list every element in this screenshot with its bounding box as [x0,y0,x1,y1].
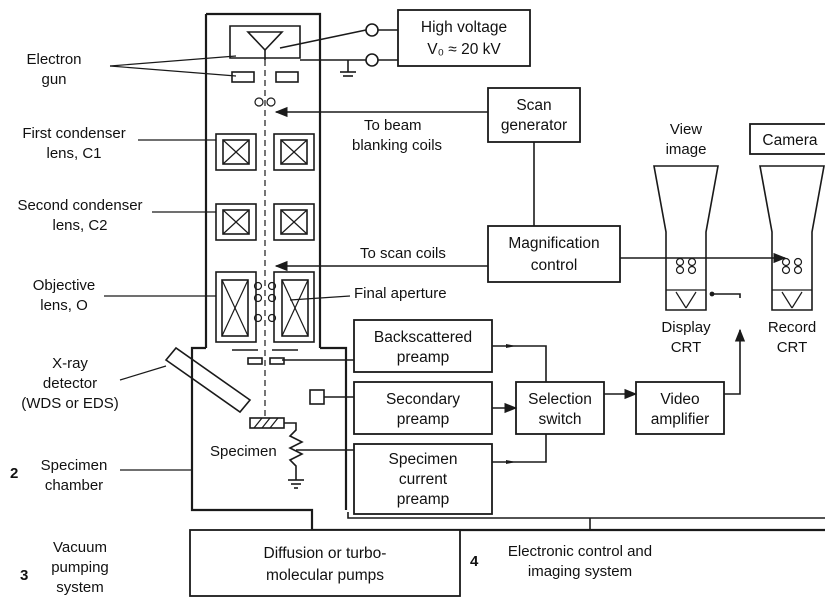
magnification-control-box [487,225,621,283]
objective-line1: Objective [33,277,96,294]
specimen-label: Specimen [210,443,277,460]
number-2: 2 [10,465,18,482]
label-vacuum-pumping: 3 Vacuum pumping system [20,539,109,596]
display-crt [653,165,719,311]
to-beam-line1: To beam [364,117,422,134]
electron-gun-line1: Electron [26,51,81,68]
diffusion-line2: molecular pumps [266,567,384,584]
first-condenser-line1: First condenser [22,125,125,142]
label-xray-detector: X-ray detector (WDS or EDS) [21,355,119,412]
record-crt [759,165,825,311]
number-3: 3 [20,567,28,584]
second-condenser-line1: Second condenser [17,197,142,214]
specimen-stage [249,417,304,489]
objective-line2: lens, O [40,297,88,314]
selection-switch-box [515,381,605,435]
display-crt-line1: Display [661,319,711,336]
second-condenser-line2: lens, C2 [52,217,107,234]
scan-generator-box [487,87,581,143]
label-electron-gun: Electron gun [26,51,81,88]
scan-generator-line1: Scan [516,97,551,114]
label-objective: Objective lens, O [33,277,96,314]
backscattered-line2: preamp [397,349,450,366]
xray-line1: X-ray [52,355,88,372]
scan-generator-line2: generator [501,117,567,134]
label-first-condenser: First condenser lens, C1 [22,125,125,162]
condenser-lens-c1 [215,133,315,171]
record-crt-line1: Record [768,319,816,336]
label-second-condenser: Second condenser lens, C2 [17,197,142,234]
vacuum-line1: Vacuum [53,539,107,556]
backscattered-preamp-box [353,319,493,373]
leader-lines [104,55,351,471]
specimen-chamber-line1: Specimen [41,457,108,474]
electron-gun-line2: gun [41,71,66,88]
video-amplifier-line2: amplifier [651,411,710,428]
high-voltage-supply [279,9,531,77]
display-crt-line2: CRT [671,339,702,356]
camera-label: Camera [762,132,818,149]
electron-gun-assembly [229,25,301,107]
diffusion-line1: Diffusion or turbo- [264,545,387,562]
electronic-control-line1: Electronic control and [508,543,652,560]
view-image-line1: View [670,121,702,138]
camera-box [749,123,825,155]
specimen-current-line2: current [399,471,448,488]
backscattered-line1: Backscattered [374,329,472,346]
to-scan-coils-label: To scan coils [360,245,446,262]
vacuum-line2: pumping [51,559,109,576]
secondary-line2: preamp [397,411,450,428]
high-voltage-line2: V₀ ≈ 20 kV [427,41,501,58]
first-condenser-line2: lens, C1 [46,145,101,162]
number-4: 4 [470,553,479,570]
high-voltage-line1: High voltage [421,19,507,36]
specimen-current-preamp-box [353,443,493,515]
record-crt-line2: CRT [777,339,808,356]
label-specimen-chamber: 2 Specimen chamber [10,457,107,494]
xray-detector-probe [164,346,252,414]
secondary-line1: Secondary [386,391,460,408]
selection-switch-line1: Selection [528,391,592,408]
specimen-current-line3: preamp [397,491,450,508]
vacuum-line3: system [56,579,104,596]
diffusion-pumps-box [189,529,461,597]
to-beam-line2: blanking coils [352,137,442,154]
video-amplifier-box [635,381,725,435]
final-aperture-label: Final aperture [354,285,447,302]
video-amplifier-line1: Video [660,391,699,408]
view-image-line2: image [666,141,707,158]
electron-column [190,12,825,532]
specimen-chamber-line2: chamber [45,477,103,494]
xray-line3: (WDS or EDS) [21,395,119,412]
objective-lens [215,271,315,365]
xray-line2: detector [43,375,97,392]
secondary-detector [309,389,325,405]
electronic-control-line2: imaging system [528,563,632,580]
secondary-preamp-box [353,381,493,435]
label-electronic-control: 4 Electronic control and imaging system [470,543,652,580]
magnification-line2: control [531,257,578,274]
specimen-current-line1: Specimen [389,451,458,468]
magnification-line1: Magnification [508,235,599,252]
selection-switch-line2: switch [538,411,581,428]
condenser-lens-c2 [215,203,315,241]
